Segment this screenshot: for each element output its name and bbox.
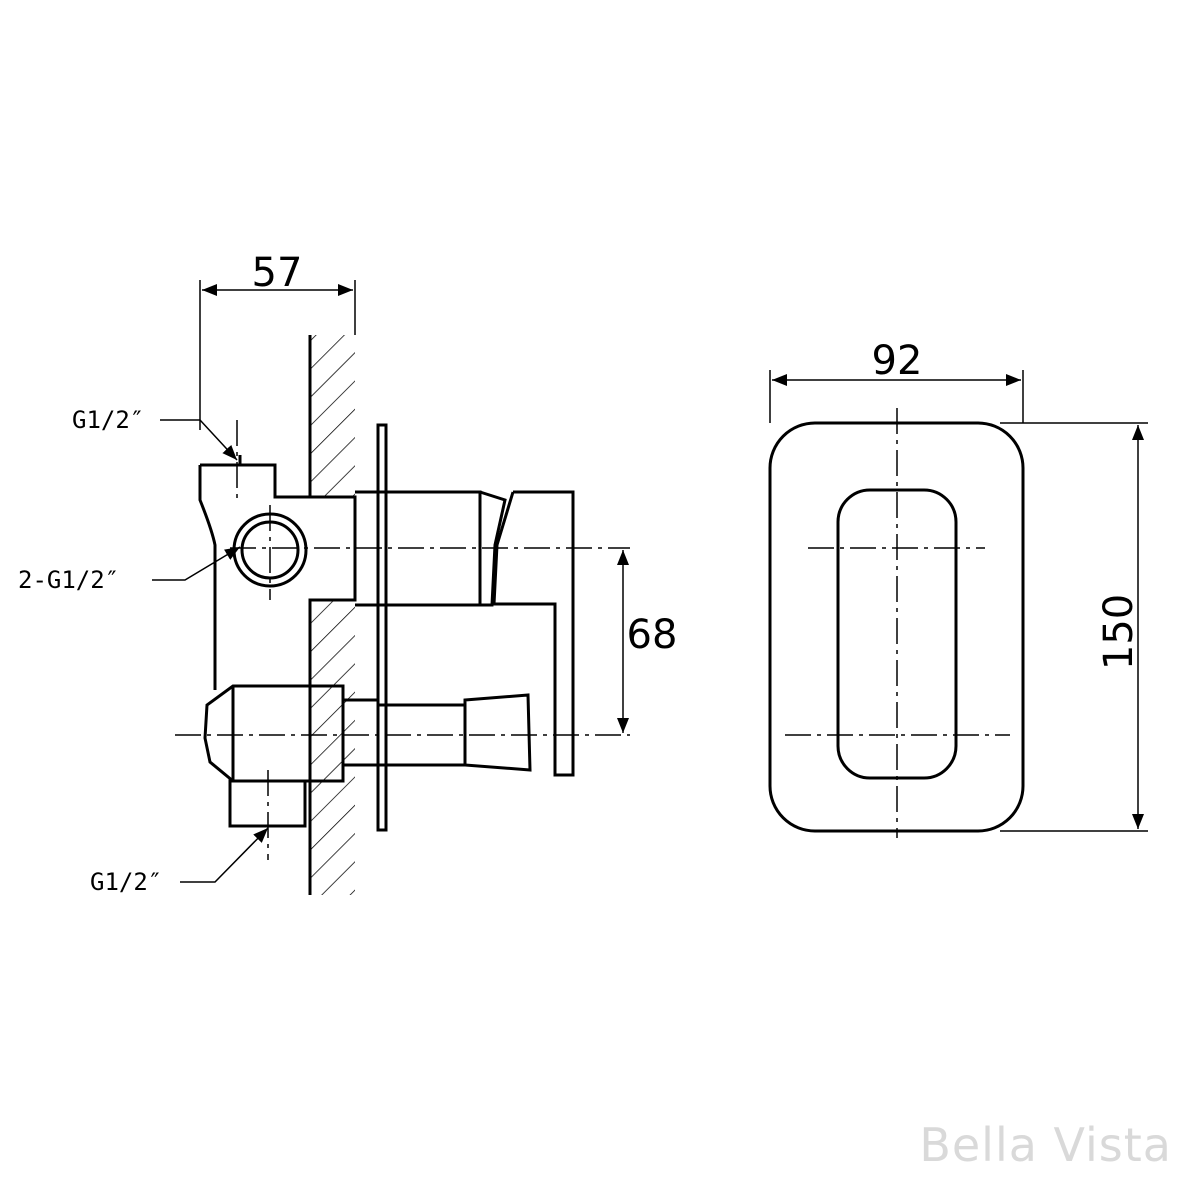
upper-handle-side	[355, 490, 575, 777]
front-view: 92 150	[768, 338, 1148, 838]
wall-section-upper	[308, 335, 355, 497]
dimension-width-label: 92	[872, 338, 923, 384]
dimension-spacing: 68	[617, 550, 678, 733]
dimension-depth: 57	[199, 250, 356, 430]
dimension-depth-label: 57	[252, 250, 303, 296]
callout-bottom-outlet-label: G1/2″	[90, 868, 162, 896]
callout-top-inlet-label: G1/2″	[72, 406, 144, 434]
wall-section-lower	[308, 600, 355, 895]
brand-watermark: Bella Vista	[919, 1118, 1172, 1172]
side-inlet-ring	[232, 505, 308, 600]
dimension-height: 150	[1000, 422, 1148, 832]
cover-plate-side	[376, 423, 388, 832]
valve-body	[198, 455, 357, 690]
bottom-outlet	[228, 770, 307, 860]
side-view: 57	[18, 250, 677, 896]
dimension-width: 92	[769, 338, 1024, 423]
dimension-spacing-label: 68	[627, 612, 678, 658]
diverter-knob-side	[203, 684, 532, 783]
callout-side-inlets: 2-G1/2″	[18, 546, 241, 594]
dimension-height-label: 150	[1096, 594, 1142, 670]
callout-side-inlets-label: 2-G1/2″	[18, 566, 119, 594]
callout-top-inlet: G1/2″	[72, 406, 238, 461]
callout-bottom-outlet: G1/2″	[90, 827, 269, 896]
